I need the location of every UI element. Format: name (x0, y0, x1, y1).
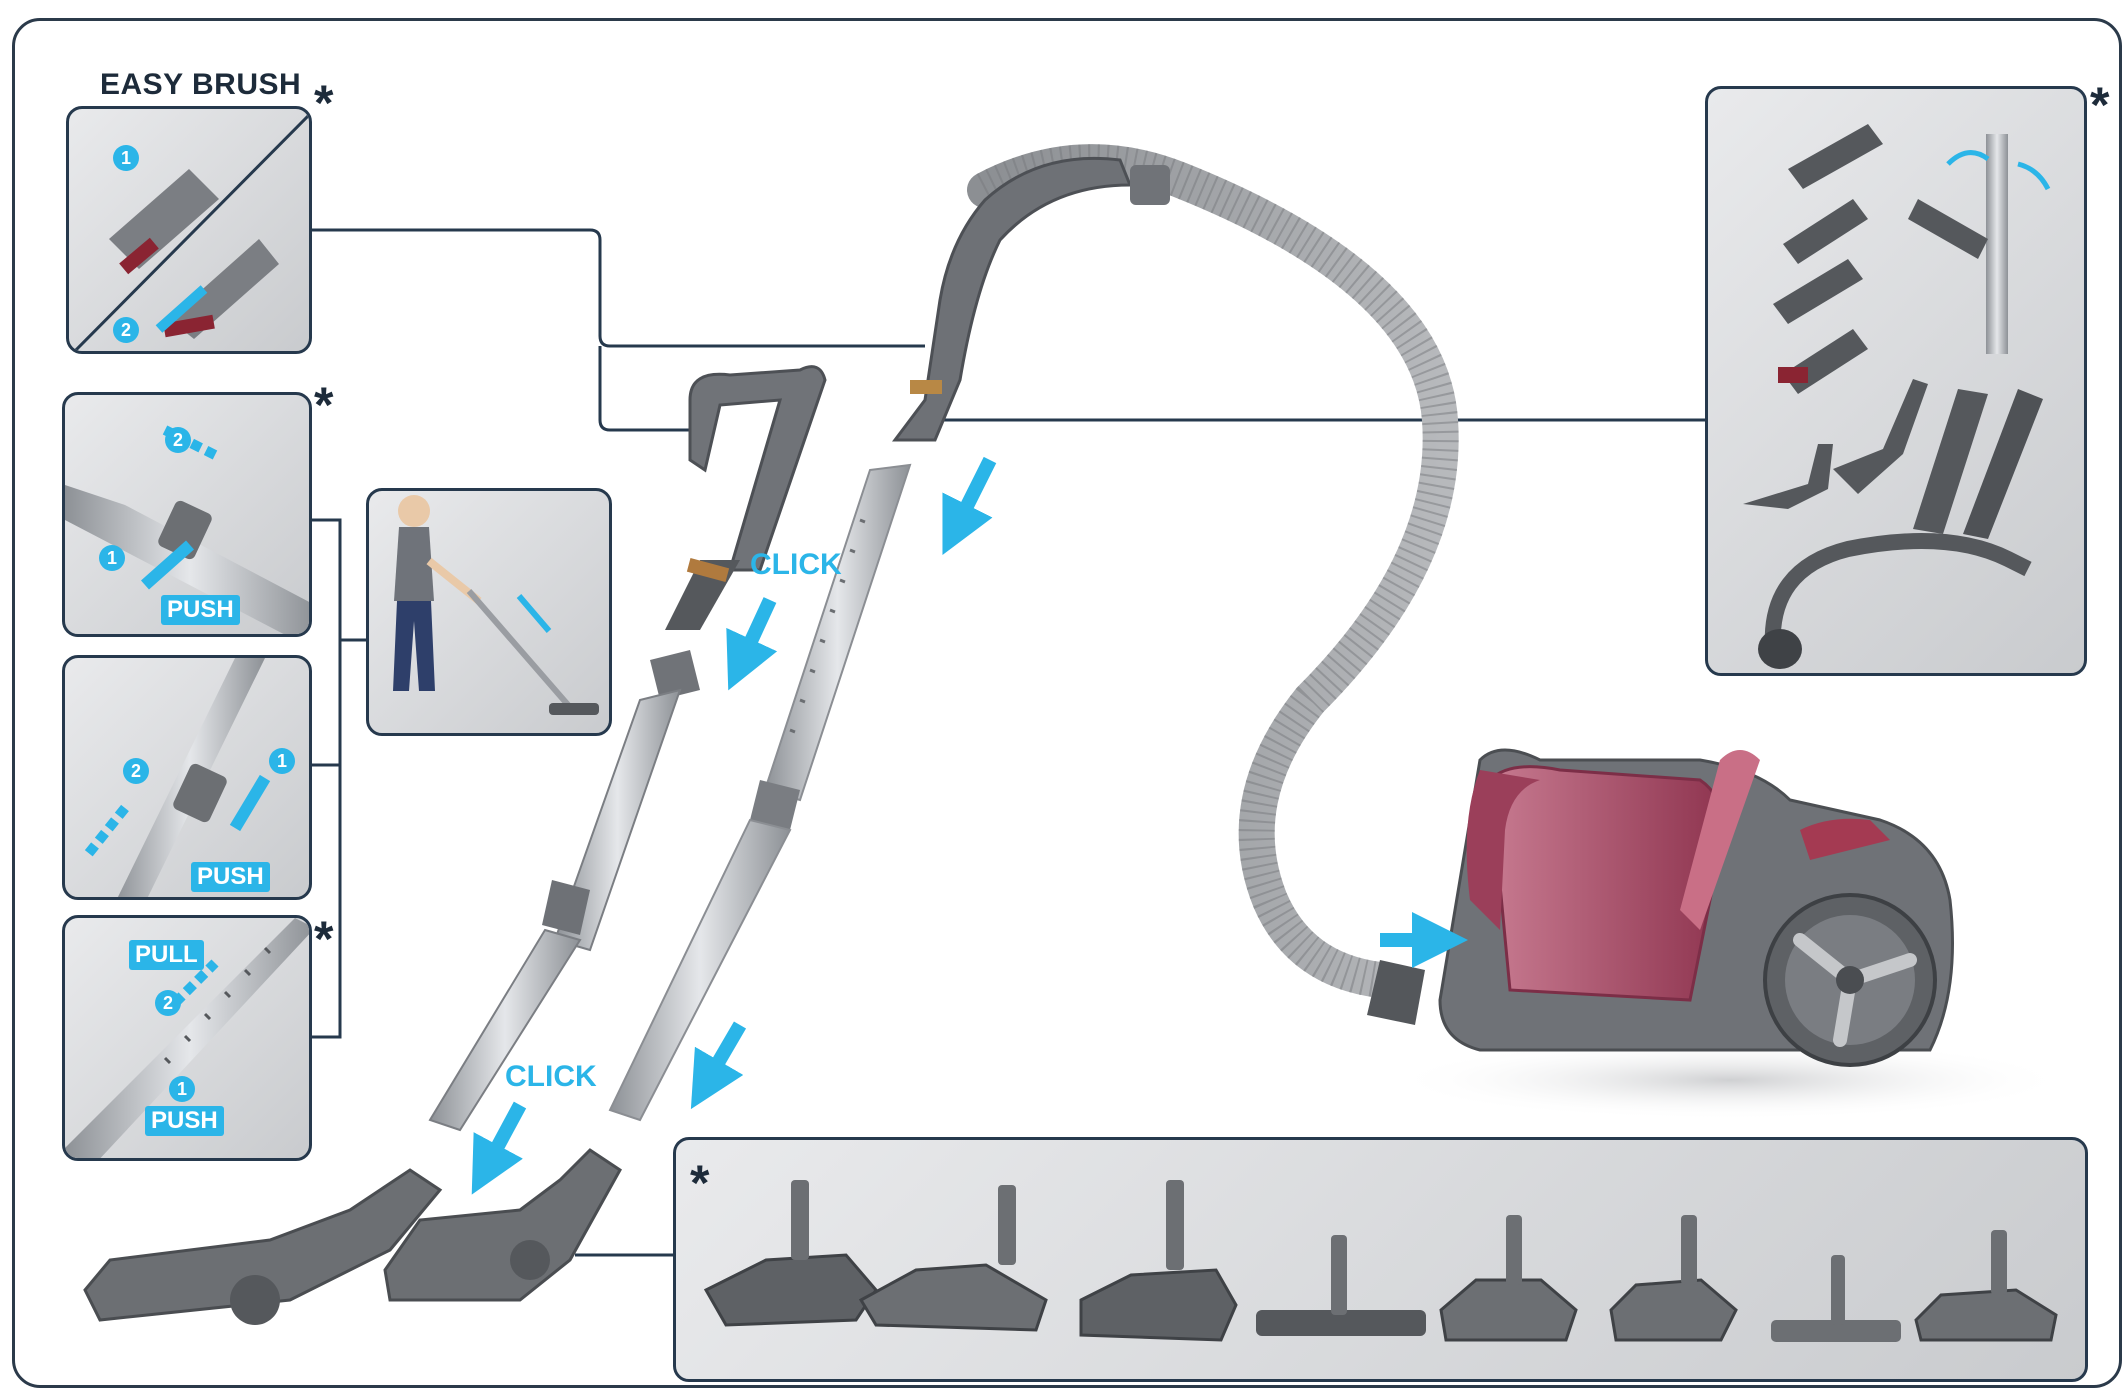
asterisk-accessories: * (2090, 77, 2110, 133)
floor-head-2-icon (858, 1185, 1048, 1332)
telescopic-push-tag: PUSH (145, 1106, 224, 1136)
long-crevice-tool-icon (1963, 389, 2043, 539)
asterisk-floor-heads: * (690, 1155, 710, 1211)
easy-brush-panel: 1 2 (66, 106, 312, 354)
hose-brush-ring (910, 380, 942, 394)
arrows (471, 456, 1468, 1195)
asterisk-tube-3: * (314, 911, 334, 967)
tube-connect-panel: 1 2 PUSH (62, 392, 312, 637)
floor-head-4-icon (1256, 1235, 1426, 1336)
easy-brush-step-2: 2 (113, 317, 139, 343)
floor-head-7-icon (1771, 1255, 1901, 1342)
floor-heads-panel: * (673, 1137, 2088, 1382)
telescopic-adjust-panel: PULL 2 1 PUSH (62, 915, 312, 1161)
arrow-tube-down (690, 1021, 747, 1110)
asterisk-easy-brush: * (314, 75, 334, 131)
tube-release-push-tag: PUSH (191, 862, 270, 892)
floor-head-3-icon (1079, 1180, 1238, 1342)
tube-release-step-1: 1 (269, 748, 295, 774)
tube-connect-step-1: 1 (99, 545, 125, 571)
arrow-nozzle-click (471, 1101, 527, 1195)
easy-brush-title: EASY BRUSH (100, 68, 302, 101)
floor-head-1-icon (703, 1180, 878, 1327)
telescopic-tube-left (428, 650, 700, 1132)
mattress-tool-icon (1743, 444, 1833, 509)
floor-head-5-icon (1439, 1215, 1578, 1342)
vacuum-body (1438, 748, 1954, 1067)
hose-inlet (1367, 960, 1425, 1025)
upholstery-tool-icon (1783, 199, 1868, 264)
line-tube-bracket (312, 518, 342, 1039)
floor-head-8-icon (1914, 1230, 2058, 1342)
floor-nozzle-right (383, 1148, 622, 1302)
floor-nozzle-left (83, 1168, 443, 1325)
flexible-hose-icon (1764, 533, 2032, 650)
tube-connect-step-2: 2 (165, 427, 191, 453)
straight-tube-right (608, 463, 912, 1122)
tube-release-panel: 1 2 PUSH (62, 655, 312, 900)
easy-brush-icon (1783, 329, 1868, 394)
swivel-adapter-icon (1986, 134, 2008, 354)
easy-brush-step-1: 1 (113, 145, 139, 171)
telescopic-pull-tag: PULL (129, 940, 204, 970)
connector-lines (312, 228, 1705, 1257)
arrow-hose-down (942, 456, 997, 556)
click-label-handle: CLICK (750, 548, 842, 581)
mini-turbo-brush-icon (1833, 379, 1928, 494)
crevice-tool-short-icon (1788, 124, 1883, 189)
click-label-nozzle: CLICK (505, 1060, 597, 1093)
dusting-brush-icon (1773, 259, 1863, 324)
page-frame (12, 18, 2122, 1388)
handle-assembly (665, 365, 827, 630)
asterisk-tube-1: * (314, 377, 334, 433)
tube-release-step-2: 2 (123, 758, 149, 784)
tube-connect-push-tag: PUSH (161, 595, 240, 625)
accessories-panel (1705, 86, 2087, 676)
person-vacuuming-panel (366, 488, 612, 736)
telescopic-step-1: 1 (169, 1076, 195, 1102)
line-easybrush-to-hose (312, 228, 925, 348)
floor-shadow (1390, 1040, 2070, 1120)
flat-crevice-tool-icon (1913, 389, 1988, 534)
hose-collar (1130, 165, 1170, 205)
arrow-handle-click (726, 597, 778, 691)
floor-head-6-icon (1609, 1215, 1738, 1342)
telescopic-step-2: 2 (155, 990, 181, 1016)
hose-handle (892, 156, 1133, 442)
hose (967, 144, 1459, 998)
line-easybrush-to-handle (598, 346, 690, 432)
